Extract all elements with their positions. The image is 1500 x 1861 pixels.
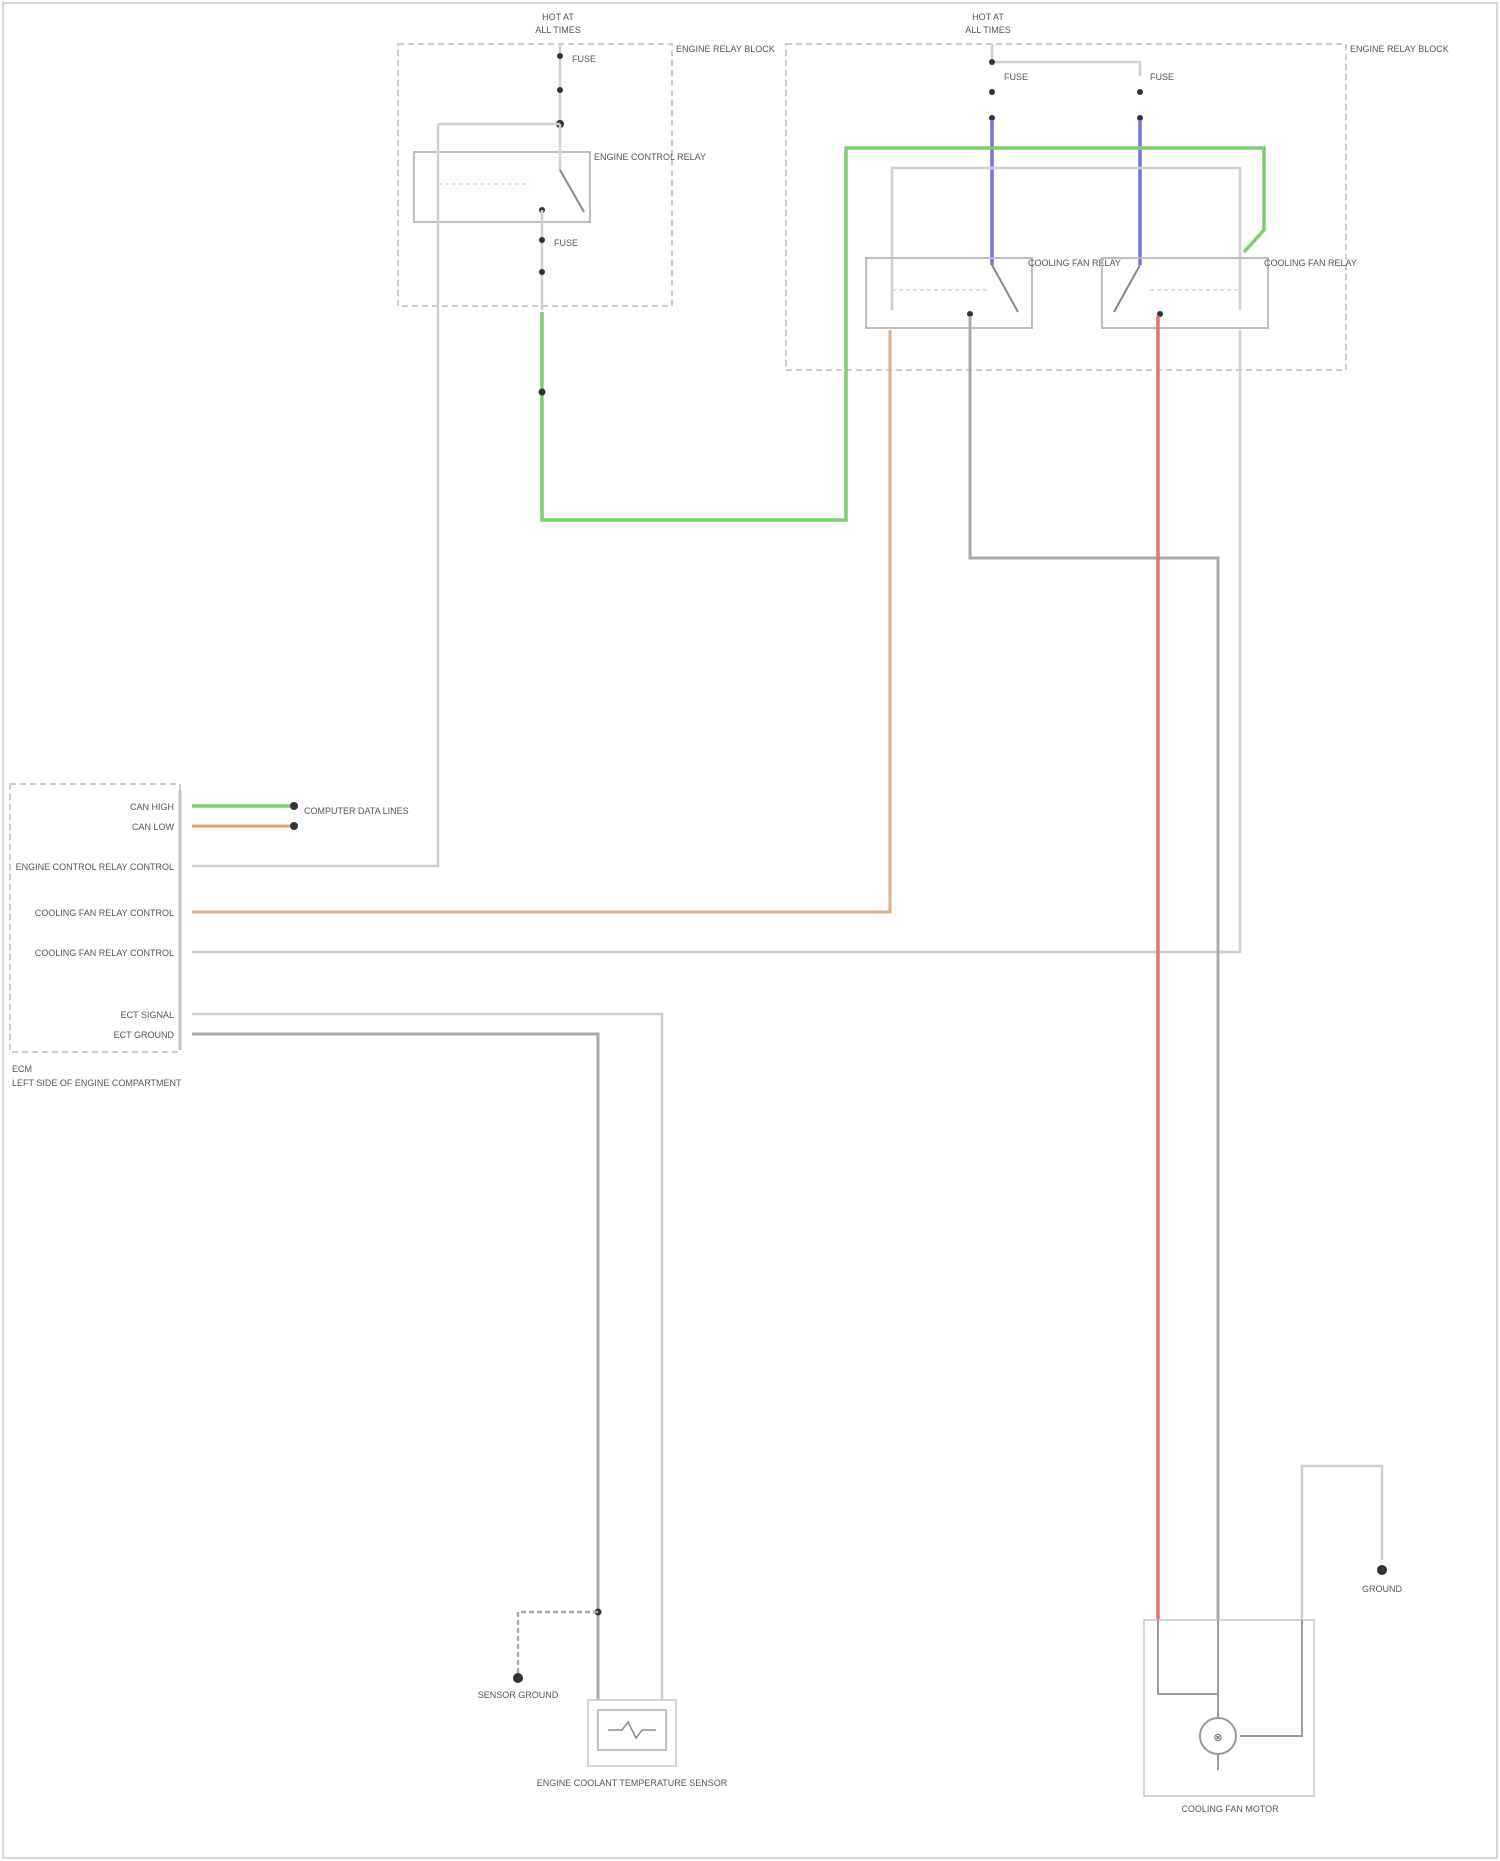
right-fuse2-dot-top (1137, 89, 1143, 95)
can-high-dot (290, 802, 298, 810)
left-fuse-label: FUSE (572, 54, 596, 64)
right-hot-at-label: HOT AT (972, 12, 1004, 22)
ecm-pin-label-can-low: CAN LOW (132, 822, 175, 832)
relay-1-output-wire (970, 316, 1218, 1620)
can-network-label: COMPUTER DATA LINES (304, 806, 409, 816)
right-hot-at-value: ALL TIMES (965, 25, 1011, 35)
ecm-pin-label-fan1: COOLING FAN RELAY CONTROL (35, 908, 174, 918)
left-relay-block: HOT AT ALL TIMES ENGINE RELAY BLOCK FUSE… (398, 12, 775, 310)
right-fuse1-dot-top (989, 89, 995, 95)
sensor-ground-label: SENSOR GROUND (478, 1690, 559, 1700)
right-fuse2-label: FUSE (1150, 72, 1174, 82)
ect-ground-wire (192, 1034, 598, 1700)
ecm-location: LEFT SIDE OF ENGINE COMPARTMENT (12, 1078, 182, 1088)
left-hot-at-label: HOT AT (542, 12, 574, 22)
left-hot-at-value: ALL TIMES (535, 25, 581, 35)
right-block-outline (786, 44, 1346, 370)
right-block-label: ENGINE RELAY BLOCK (1350, 44, 1449, 54)
right-top-splice (989, 59, 995, 65)
left-fuse-dot-top (557, 53, 563, 59)
fan-motor-label: COOLING FAN MOTOR (1181, 1804, 1279, 1814)
green-inline-dot (539, 389, 546, 396)
cooling-fan-relay-2 (1102, 258, 1268, 328)
sensor-ground-dot (513, 1673, 523, 1683)
page-frame (3, 3, 1497, 1858)
grey-relay-control-wire (192, 330, 1240, 952)
can-low-dot (290, 822, 298, 830)
fan-motor-body (1144, 1620, 1314, 1796)
left-fuse2-label: FUSE (554, 238, 578, 248)
ecm-connector: CAN HIGH CAN LOW ENGINE CONTROL RELAY CO… (10, 784, 182, 1088)
engine-control-relay (414, 152, 590, 222)
right-fuse1-label: FUSE (1004, 72, 1028, 82)
cooling-fan-relay-2-label: COOLING FAN RELAY (1264, 258, 1357, 268)
ect-sensor: SENSOR GROUND ENGINE COOLANT TEMPERATURE… (478, 1609, 728, 1789)
motor-ground-label: GROUND (1362, 1584, 1402, 1594)
ecm-pin-label-can-high: CAN HIGH (130, 802, 174, 812)
ecm-pin-label-fan2: COOLING FAN RELAY CONTROL (35, 948, 174, 958)
fan-motor-m-glyph: ⊗ (1213, 1732, 1222, 1744)
cooling-fan-motor: GROUND ⊗ COOLING FAN MOTOR (1144, 1466, 1402, 1814)
left-block-label: ENGINE RELAY BLOCK (676, 44, 775, 54)
ecm-pin-label-ect-signal: ECT SIGNAL (121, 1010, 174, 1020)
left-fuse2-dot-top (539, 237, 545, 243)
motor-ground-dot (1377, 1565, 1387, 1575)
right-relay-block: HOT AT ALL TIMES ENGINE RELAY BLOCK FUSE… (786, 12, 1449, 370)
left-fuse2-dot-bottom (539, 269, 545, 275)
left-fuse-dot-bottom (557, 87, 563, 93)
ect-signal-wire (192, 1014, 662, 1700)
engine-control-relay-label: ENGINE CONTROL RELAY (594, 152, 706, 162)
ect-sensor-label: ENGINE COOLANT TEMPERATURE SENSOR (537, 1778, 728, 1788)
ecm-pin-label-ect-ground: ECT GROUND (114, 1030, 175, 1040)
ecm-label: ECM (12, 1064, 32, 1074)
cooling-fan-relay-1-label: COOLING FAN RELAY (1028, 258, 1121, 268)
ecm-pin-label-ecr: ENGINE CONTROL RELAY CONTROL (16, 862, 174, 872)
green-wire (542, 148, 1264, 520)
engine-control-relay-control-wire (192, 310, 438, 866)
